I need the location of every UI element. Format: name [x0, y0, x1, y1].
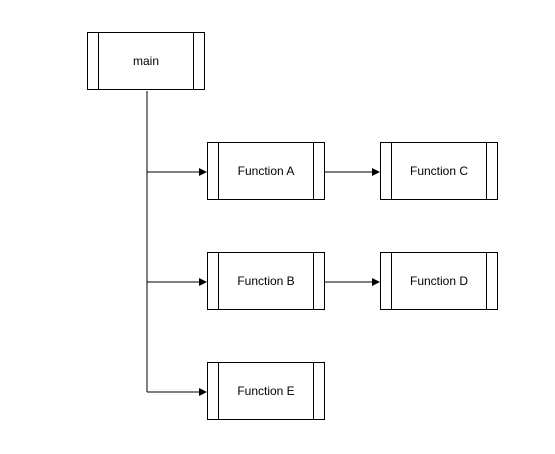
process-bar-left — [218, 363, 219, 419]
node-main-label: main — [132, 54, 159, 68]
node-function-d[interactable]: Function D — [380, 252, 498, 310]
node-function-d-label: Function D — [409, 274, 469, 288]
process-bar-left — [391, 253, 392, 309]
process-bar-right — [486, 253, 487, 309]
node-function-c[interactable]: Function C — [380, 142, 498, 200]
node-function-b-label: Function B — [237, 274, 295, 288]
process-bar-right — [313, 253, 314, 309]
process-bar-right — [193, 33, 194, 89]
node-function-c-label: Function C — [409, 164, 469, 178]
node-function-e[interactable]: Function E — [207, 362, 325, 420]
node-main[interactable]: main — [87, 32, 205, 90]
process-bar-right — [313, 363, 314, 419]
process-bar-left — [391, 143, 392, 199]
node-function-e-label: Function E — [237, 384, 295, 398]
node-function-b[interactable]: Function B — [207, 252, 325, 310]
process-bar-right — [486, 143, 487, 199]
process-bar-left — [98, 33, 99, 89]
node-function-a-label: Function A — [237, 164, 295, 178]
process-bar-right — [313, 143, 314, 199]
process-bar-left — [218, 253, 219, 309]
node-function-a[interactable]: Function A — [207, 142, 325, 200]
process-bar-left — [218, 143, 219, 199]
